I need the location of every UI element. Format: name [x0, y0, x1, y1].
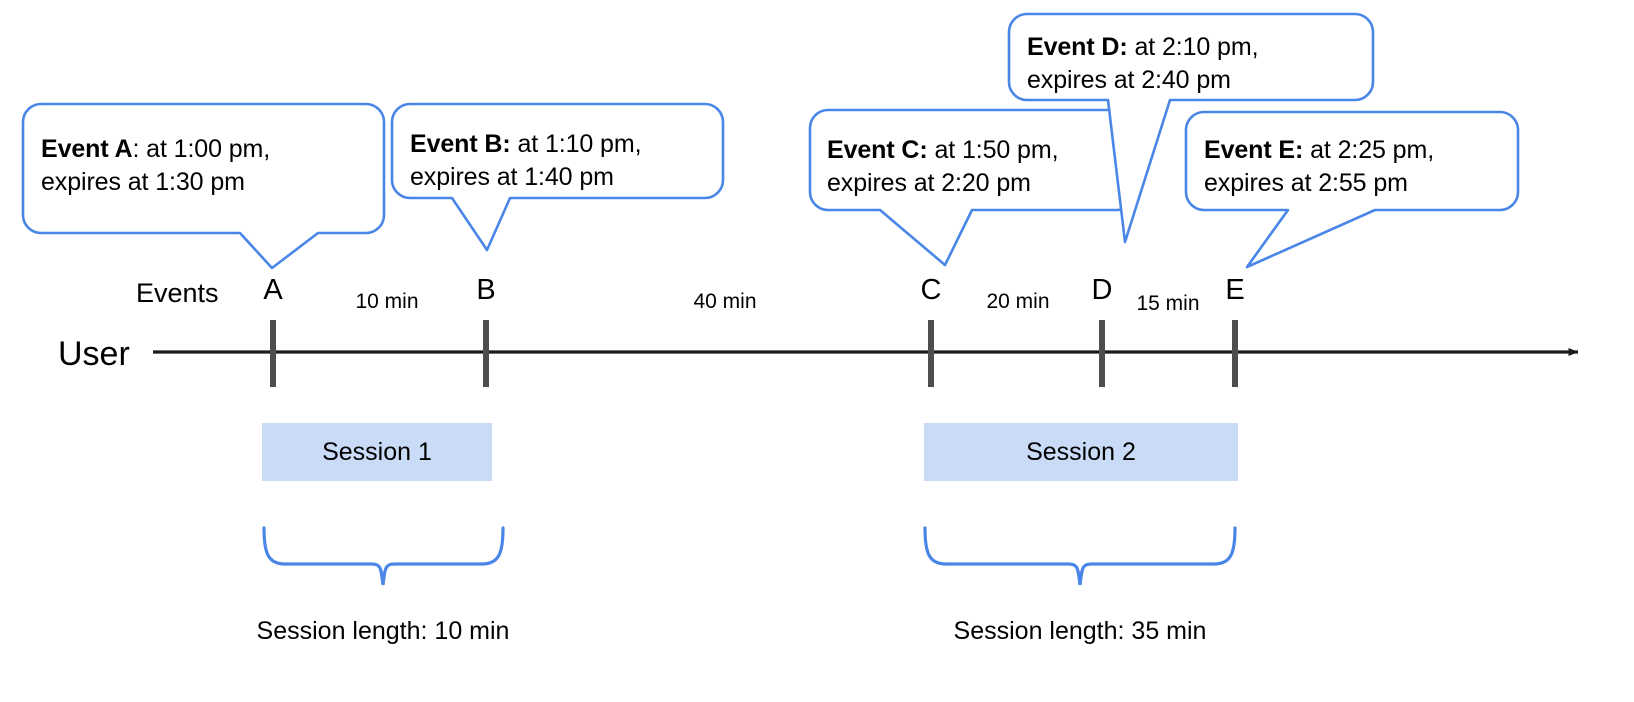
callout-c-rest: at 1:50 pm, expires at 2:20 pm — [827, 136, 1059, 197]
callout-e-rest: at 2:25 pm, expires at 2:55 pm — [1204, 136, 1435, 197]
interval-label-bc: 40 min — [693, 290, 757, 313]
session-1-length-label: Session length: 10 min — [256, 617, 510, 645]
callout-d-text: Event D: at 2:10 pm, expires at 2:40 pm — [1027, 31, 1367, 97]
marker-label-d: D — [1091, 274, 1113, 306]
session-2-length-label: Session length: 35 min — [953, 617, 1207, 645]
user-lane-label: User — [58, 335, 130, 373]
callout-c-text: Event C: at 1:50 pm, expires at 2:20 pm — [827, 134, 1137, 200]
interval-label-de: 15 min — [1136, 292, 1200, 315]
session-1-label: Session 1 — [322, 437, 432, 466]
callout-e-text: Event E: at 2:25 pm, expires at 2:55 pm — [1204, 134, 1519, 200]
callout-d-rest: at 2:10 pm, expires at 2:40 pm — [1027, 33, 1259, 94]
callout-b-rest: at 1:10 pm, expires at 1:40 pm — [410, 130, 642, 191]
callout-a-text: Event A: at 1:00 pm, expires at 1:30 pm — [41, 133, 381, 199]
session-2-box: Session 2 — [924, 423, 1238, 481]
marker-label-a: A — [263, 274, 283, 306]
callout-a-rest: : at 1:00 pm, expires at 1:30 pm — [41, 135, 271, 196]
session-1-box: Session 1 — [262, 423, 492, 481]
session-2-label: Session 2 — [1026, 437, 1136, 466]
interval-label-ab: 10 min — [355, 290, 419, 313]
events-row-label: Events — [136, 278, 219, 308]
session-1-brace — [262, 526, 505, 586]
session-2-brace — [923, 526, 1237, 586]
callout-b-bold: Event B: — [410, 130, 511, 158]
interval-label-cd: 20 min — [986, 290, 1050, 313]
callout-e-bold: Event E: — [1204, 136, 1304, 164]
callout-b-text: Event B: at 1:10 pm, expires at 1:40 pm — [410, 128, 725, 194]
callout-d-bold: Event D: — [1027, 33, 1128, 61]
callout-a-bold: Event A — [41, 135, 133, 163]
marker-label-e: E — [1225, 274, 1245, 306]
marker-label-b: B — [476, 274, 496, 306]
callout-c-bold: Event C: — [827, 136, 928, 164]
marker-label-c: C — [920, 274, 942, 306]
